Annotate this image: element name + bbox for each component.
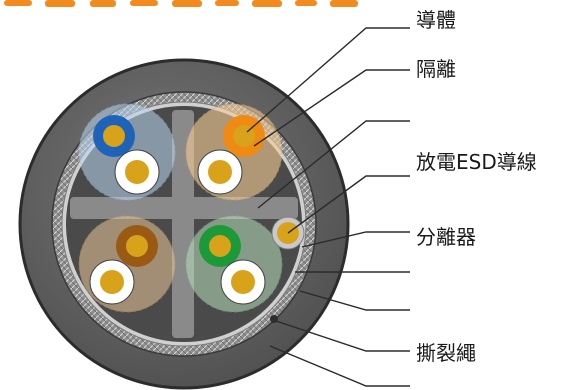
pair-green xyxy=(185,215,283,313)
leader-jacket xyxy=(269,345,410,387)
leader-esd xyxy=(287,175,410,234)
label-insulation: 隔離 xyxy=(416,57,456,81)
leader-lines xyxy=(246,27,410,387)
label-separator: 分離器 xyxy=(416,225,476,249)
label-conductor: 導體 xyxy=(416,8,456,32)
leader-separator-bar xyxy=(257,120,410,209)
leader-conductor xyxy=(246,27,410,133)
leader-ripcord xyxy=(275,320,410,352)
leader-insulation xyxy=(253,69,410,147)
pair-brown xyxy=(78,215,176,313)
leader-braid xyxy=(299,290,410,311)
pair-blue xyxy=(78,103,176,201)
label-esd-wire: 放電ESD導線 xyxy=(416,150,537,174)
header-strip xyxy=(4,0,358,7)
leader-separator xyxy=(301,231,410,248)
label-ripcord: 撕裂繩 xyxy=(416,341,476,365)
pair-orange xyxy=(185,103,283,201)
